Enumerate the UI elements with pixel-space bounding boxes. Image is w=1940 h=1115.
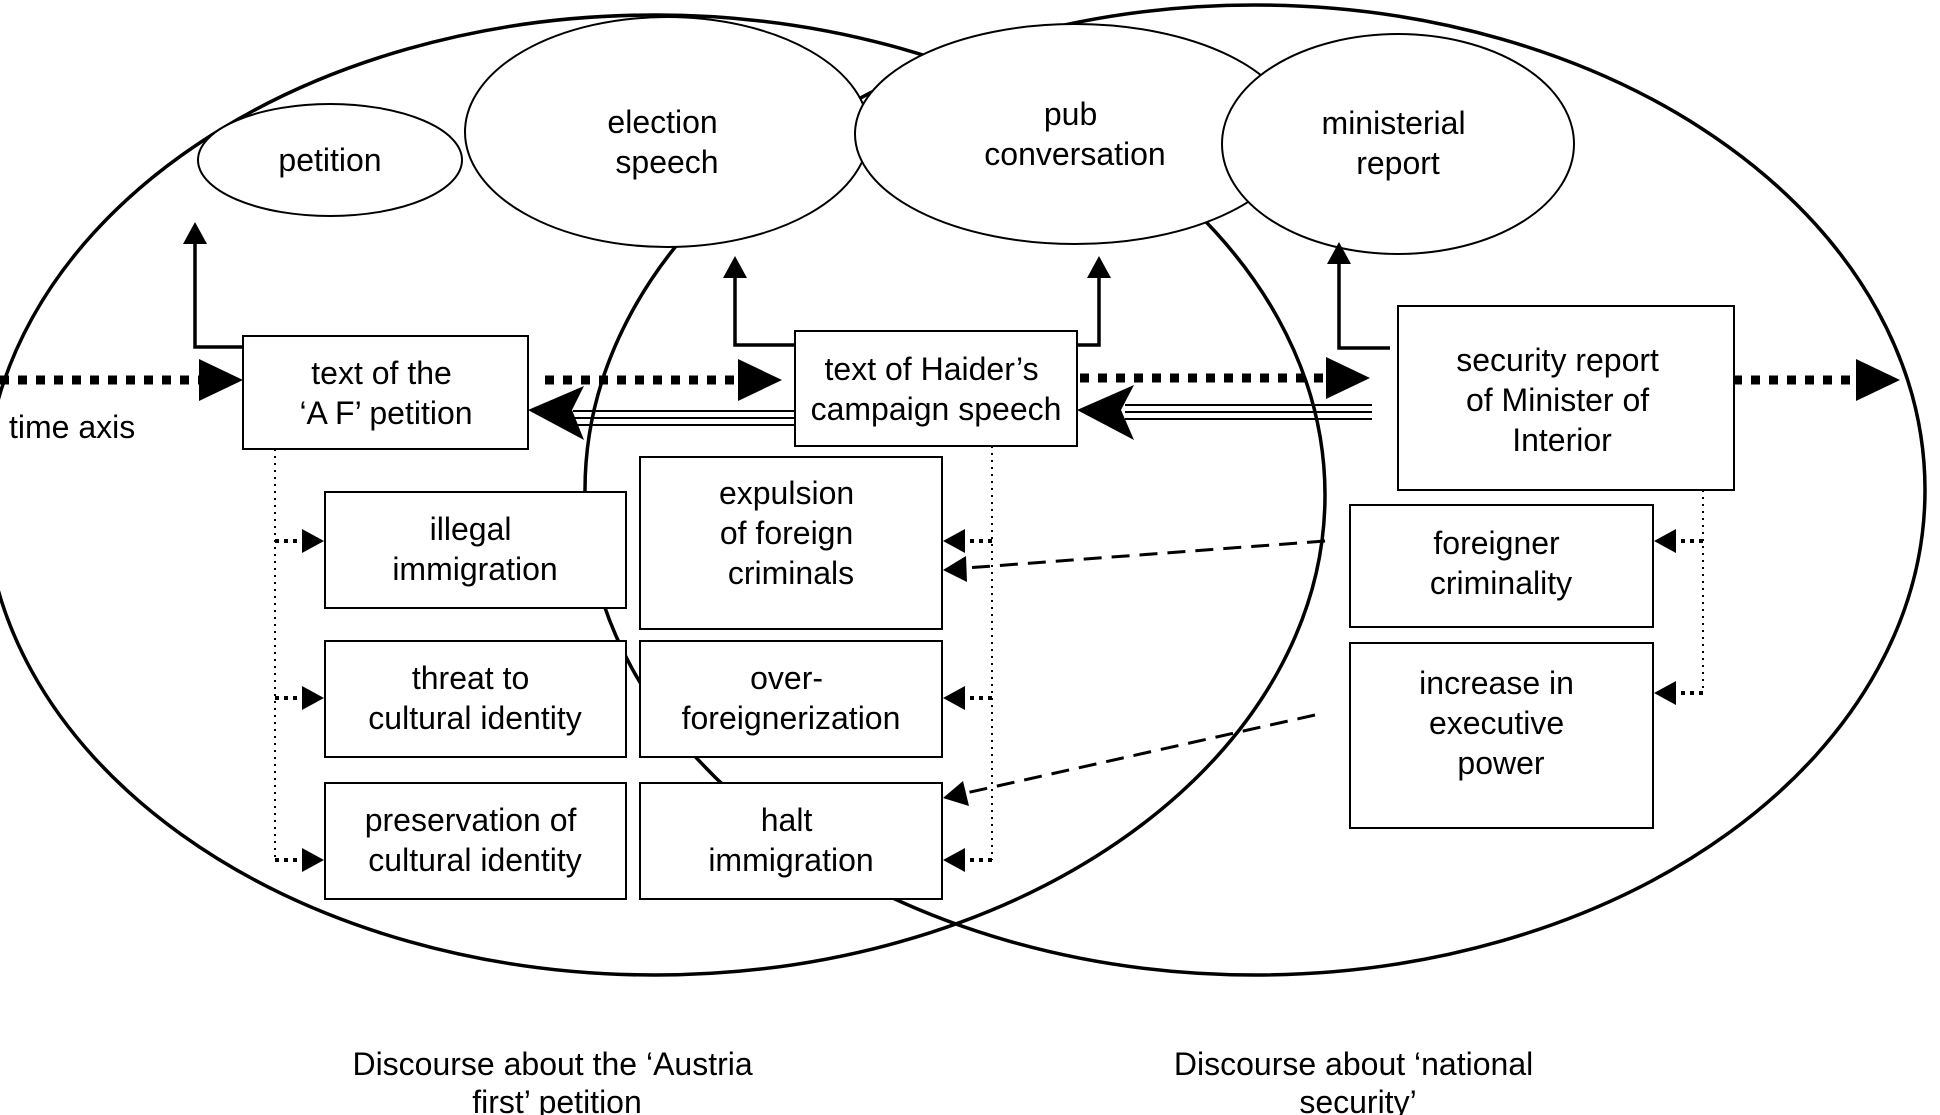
increase-executive-power-topic-box: [1349, 642, 1654, 829]
interdiscursive-dashed-arrows: [943, 539, 1326, 806]
expulsion-foreign-criminals-topic-label: expulsion of foreign criminals: [719, 475, 863, 591]
halt-immigration-topic-box: [639, 782, 943, 900]
threat-cultural-identity-topic-label: threat to cultural identity: [368, 660, 581, 736]
preservation-cultural-identity-topic-label: preservation of cultural identity: [365, 802, 586, 878]
af-petition-text-box: [242, 335, 529, 450]
pub-conversation-label: pub conversation: [984, 96, 1165, 172]
foreigner-criminality-topic-box: [1349, 504, 1654, 628]
text-to-topic-dotted-connectors: [274, 446, 1704, 872]
ministerial-report-genre-ellipse: [1221, 33, 1575, 255]
election-speech-label: election speech: [607, 104, 726, 180]
halt-immigration-topic-label: halt immigration: [708, 802, 873, 878]
austria-first-discourse-ellipse: [0, 13, 1327, 977]
time-axis-label: time axis: [9, 409, 135, 445]
af-petition-text-label: text of the ‘A F’ petition: [299, 355, 472, 431]
national-security-discourse-caption: Discourse about ‘national security’: [1174, 1046, 1542, 1115]
security-report-text-box: [1397, 305, 1735, 491]
increase-executive-power-topic-label: increase in executive power: [1419, 665, 1583, 781]
haider-speech-text-label: text of Haider’s campaign speech: [811, 351, 1062, 427]
petition-label: petition: [278, 142, 381, 178]
petition-genre-ellipse: [197, 103, 463, 217]
haider-speech-text-box: [794, 330, 1078, 447]
intertextual-backward-arrows: [528, 385, 1372, 440]
ministerial-report-label: ministerial report: [1322, 105, 1475, 181]
foreigner-criminality-topic-label: foreigner criminality: [1430, 525, 1572, 601]
illegal-immigration-topic-label: illegal immigration: [392, 511, 557, 587]
over-foreignerization-topic-label: over- foreignerization: [682, 660, 901, 736]
preservation-cultural-identity-topic-box: [324, 782, 627, 900]
over-foreignerization-topic-box: [639, 640, 943, 758]
threat-cultural-identity-topic-box: [324, 640, 627, 758]
time-axis: [0, 357, 1900, 401]
illegal-immigration-topic-box: [324, 491, 627, 609]
expulsion-foreign-criminals-topic-box: [639, 456, 943, 630]
security-report-text-label: security report of Minister of Interior: [1456, 342, 1668, 458]
text-to-genre-arrows: [183, 222, 1390, 350]
austria-first-discourse-caption: Discourse about the ‘Austria first’ peti…: [352, 1046, 761, 1115]
national-security-discourse-ellipse: [583, 3, 1927, 977]
